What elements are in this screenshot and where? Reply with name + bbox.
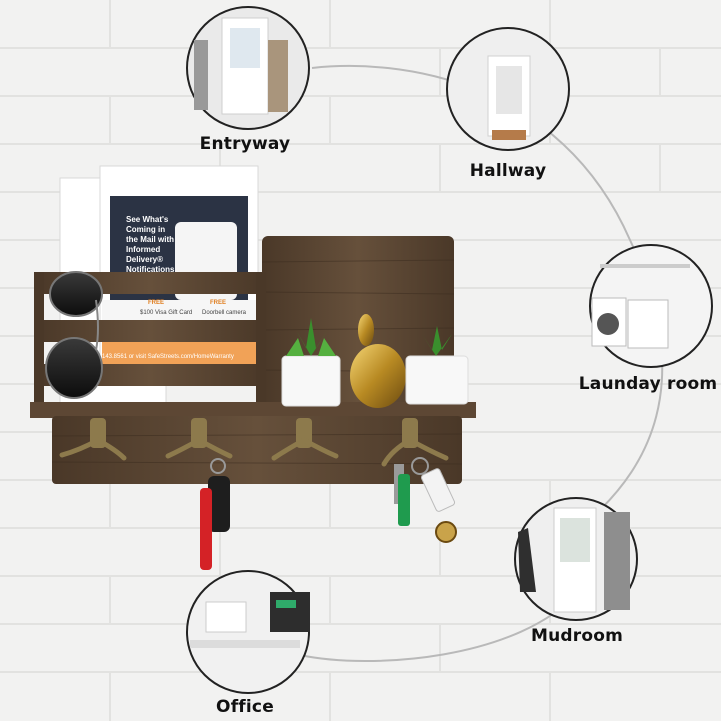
room-thumb-mudroom — [514, 497, 638, 621]
car-key-fob — [200, 458, 230, 570]
free-badge: FREE — [148, 300, 164, 306]
room-thumb-office — [186, 570, 310, 694]
mail-headline-line: Informed — [126, 245, 160, 254]
room-thumb-entryway — [186, 6, 310, 130]
room-label-office: Office — [216, 697, 274, 717]
mail-headline-line: Coming in — [126, 225, 165, 234]
sunglasses — [45, 271, 103, 399]
mail-headline-line: the Mail with — [126, 235, 174, 244]
keys-bunch — [394, 457, 457, 543]
room-thumb-hallway — [446, 27, 570, 151]
mail-headline: See What's Coming in the Mail with Infor… — [126, 215, 175, 274]
room-thumb-laundry — [589, 244, 713, 368]
gold-bird-figurine — [350, 314, 406, 408]
room-label-laundry: Launday room — [578, 374, 718, 394]
hook-board — [51, 416, 463, 484]
hook — [381, 418, 449, 467]
plant-left — [281, 318, 341, 407]
hook — [165, 418, 233, 459]
mail-headline-line: Notifications — [126, 265, 175, 274]
hook — [59, 418, 127, 461]
mail-strip-text: Doorbell camera — [202, 310, 247, 316]
plant-right — [405, 326, 469, 405]
room-label-mudroom: Mudroom — [530, 626, 624, 646]
mail-strip-text: $100 Visa Gift Card — [140, 310, 192, 316]
hook — [271, 418, 339, 461]
mail-strip-text: 143.8561 or visit SafeStreets.com/HomeWa… — [102, 354, 234, 360]
wooden-shelf — [30, 402, 476, 418]
room-label-entryway: Entryway — [199, 134, 291, 154]
free-badge: FREE — [210, 300, 226, 306]
brass-hooks — [59, 418, 449, 467]
mail-headline-line: Delivery® — [126, 255, 163, 264]
mail-headline-line: See What's — [126, 215, 169, 224]
room-label-hallway: Hallway — [469, 161, 547, 181]
